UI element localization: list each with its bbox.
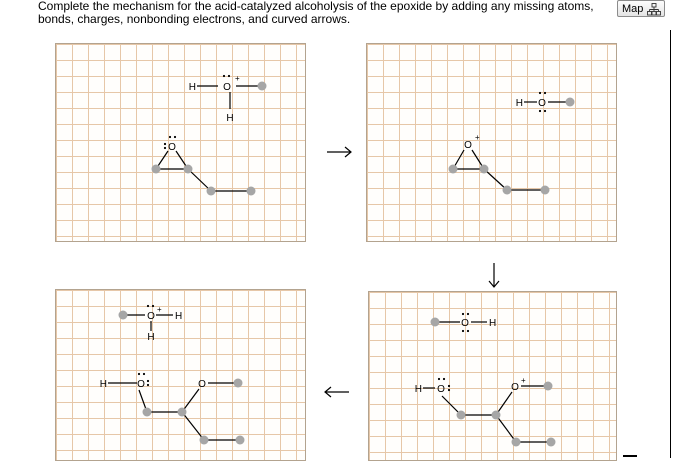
carbon-node[interactable] (142, 407, 152, 417)
arrow-right-icon (327, 146, 352, 158)
carbon-node[interactable] (118, 310, 128, 320)
panel-3-canvas: O H H O O + (415, 312, 556, 447)
carbon-node[interactable] (491, 410, 501, 420)
atom-oxygen: O (147, 311, 155, 322)
carbon-node[interactable] (540, 185, 550, 195)
panel-2-canvas: H O O + (448, 91, 575, 195)
atom-oxygen: O (223, 82, 231, 93)
lone-pair-electron (442, 377, 446, 381)
instructions-text: Complete the mechanism for the acid-cata… (38, 0, 618, 26)
carbon-node[interactable] (257, 81, 267, 91)
carbon-node[interactable] (199, 435, 209, 445)
positive-charge: + (475, 133, 480, 142)
carbon-node[interactable] (479, 164, 489, 174)
mechanism-panel-1[interactable]: H O + H O (55, 43, 306, 242)
lone-pair-electron (146, 304, 150, 308)
atom-oxygen: O (437, 384, 445, 395)
bond (495, 414, 517, 443)
carbon-node[interactable] (183, 164, 193, 174)
arrow-left-icon (324, 386, 349, 398)
bond (187, 168, 212, 192)
atom-hydrogen: H (415, 384, 422, 395)
bond (181, 411, 205, 441)
carbon-node[interactable] (502, 185, 512, 195)
lone-pair-electron (461, 312, 465, 316)
atom-hydrogen: H (516, 98, 523, 109)
positive-charge: + (157, 305, 162, 314)
carbon-node[interactable] (543, 381, 553, 391)
carbon-node[interactable] (177, 407, 187, 417)
carbon-node[interactable] (546, 437, 556, 447)
lone-pair-electron (466, 329, 470, 333)
lone-pair-electron (142, 372, 146, 376)
lone-pair-electron (227, 74, 231, 78)
lone-pair-electron (168, 135, 172, 139)
carbon-node[interactable] (430, 317, 440, 327)
mechanism-panel-3[interactable]: O H H O O + (368, 291, 617, 461)
panel-4-canvas: O + H H H O O (100, 304, 245, 445)
atom-oxygen: O (198, 379, 206, 390)
atom-oxygen: O (168, 142, 176, 153)
lone-pair-electron (447, 388, 451, 392)
atom-hydrogen: H (189, 82, 196, 93)
carbon-node[interactable] (235, 435, 245, 445)
atom-oxygen: O (538, 98, 546, 109)
lone-pair-electron (222, 74, 226, 78)
atom-hydrogen: H (489, 318, 496, 329)
lone-pair-electron (437, 377, 441, 381)
mechanism-panel-4[interactable]: O + H H H O O (55, 289, 306, 461)
bond (483, 168, 508, 191)
atom-oxygen: O (464, 140, 472, 151)
lone-pair-electron (447, 384, 451, 388)
carbon-node[interactable] (565, 97, 575, 107)
carbon-node[interactable] (206, 186, 216, 196)
map-hierarchy-icon (647, 3, 661, 16)
lone-pair-electron (146, 379, 150, 383)
page-bottom-tick (623, 455, 637, 457)
atom-hydrogen: H (147, 332, 154, 343)
instructions-line-1: Complete the mechanism for the acid-cata… (38, 0, 594, 13)
positive-charge: + (521, 376, 526, 385)
lone-pair-electron (538, 91, 542, 95)
panel-1-canvas: H O + H O (151, 74, 267, 196)
carbon-node[interactable] (151, 164, 161, 174)
carbon-node[interactable] (246, 186, 256, 196)
bond (181, 388, 200, 413)
lone-pair-electron (461, 329, 465, 333)
atom-oxygen: O (511, 382, 519, 393)
lone-pair-electron (146, 383, 150, 387)
carbon-node[interactable] (448, 164, 458, 174)
carbon-node[interactable] (511, 437, 521, 447)
atom-hydrogen: H (226, 113, 233, 124)
carbon-node[interactable] (456, 410, 466, 420)
lone-pair-electron (466, 312, 470, 316)
arrow-down-icon (488, 263, 500, 288)
instructions-line-2: bonds, charges, nonbonding electrons, an… (38, 12, 351, 26)
lone-pair-electron (163, 146, 167, 150)
lone-pair-electron (538, 109, 542, 113)
carbon-node[interactable] (233, 378, 243, 388)
atom-oxygen: O (461, 318, 469, 329)
map-button[interactable]: Map (617, 0, 665, 17)
page-edge-rule (670, 30, 671, 458)
bond (495, 391, 513, 416)
lone-pair-electron (163, 142, 167, 146)
atom-oxygen: O (137, 379, 145, 390)
lone-pair-electron (137, 372, 141, 376)
lone-pair-electron (173, 135, 177, 139)
map-button-label: Map (622, 3, 644, 15)
lone-pair-electron (151, 304, 155, 308)
lone-pair-electron (543, 91, 547, 95)
mechanism-panel-2[interactable]: H O O + (366, 43, 617, 242)
atom-hydrogen: H (100, 379, 107, 390)
lone-pair-electron (543, 109, 547, 113)
positive-charge: + (235, 74, 240, 83)
atom-hydrogen: H (175, 311, 182, 322)
